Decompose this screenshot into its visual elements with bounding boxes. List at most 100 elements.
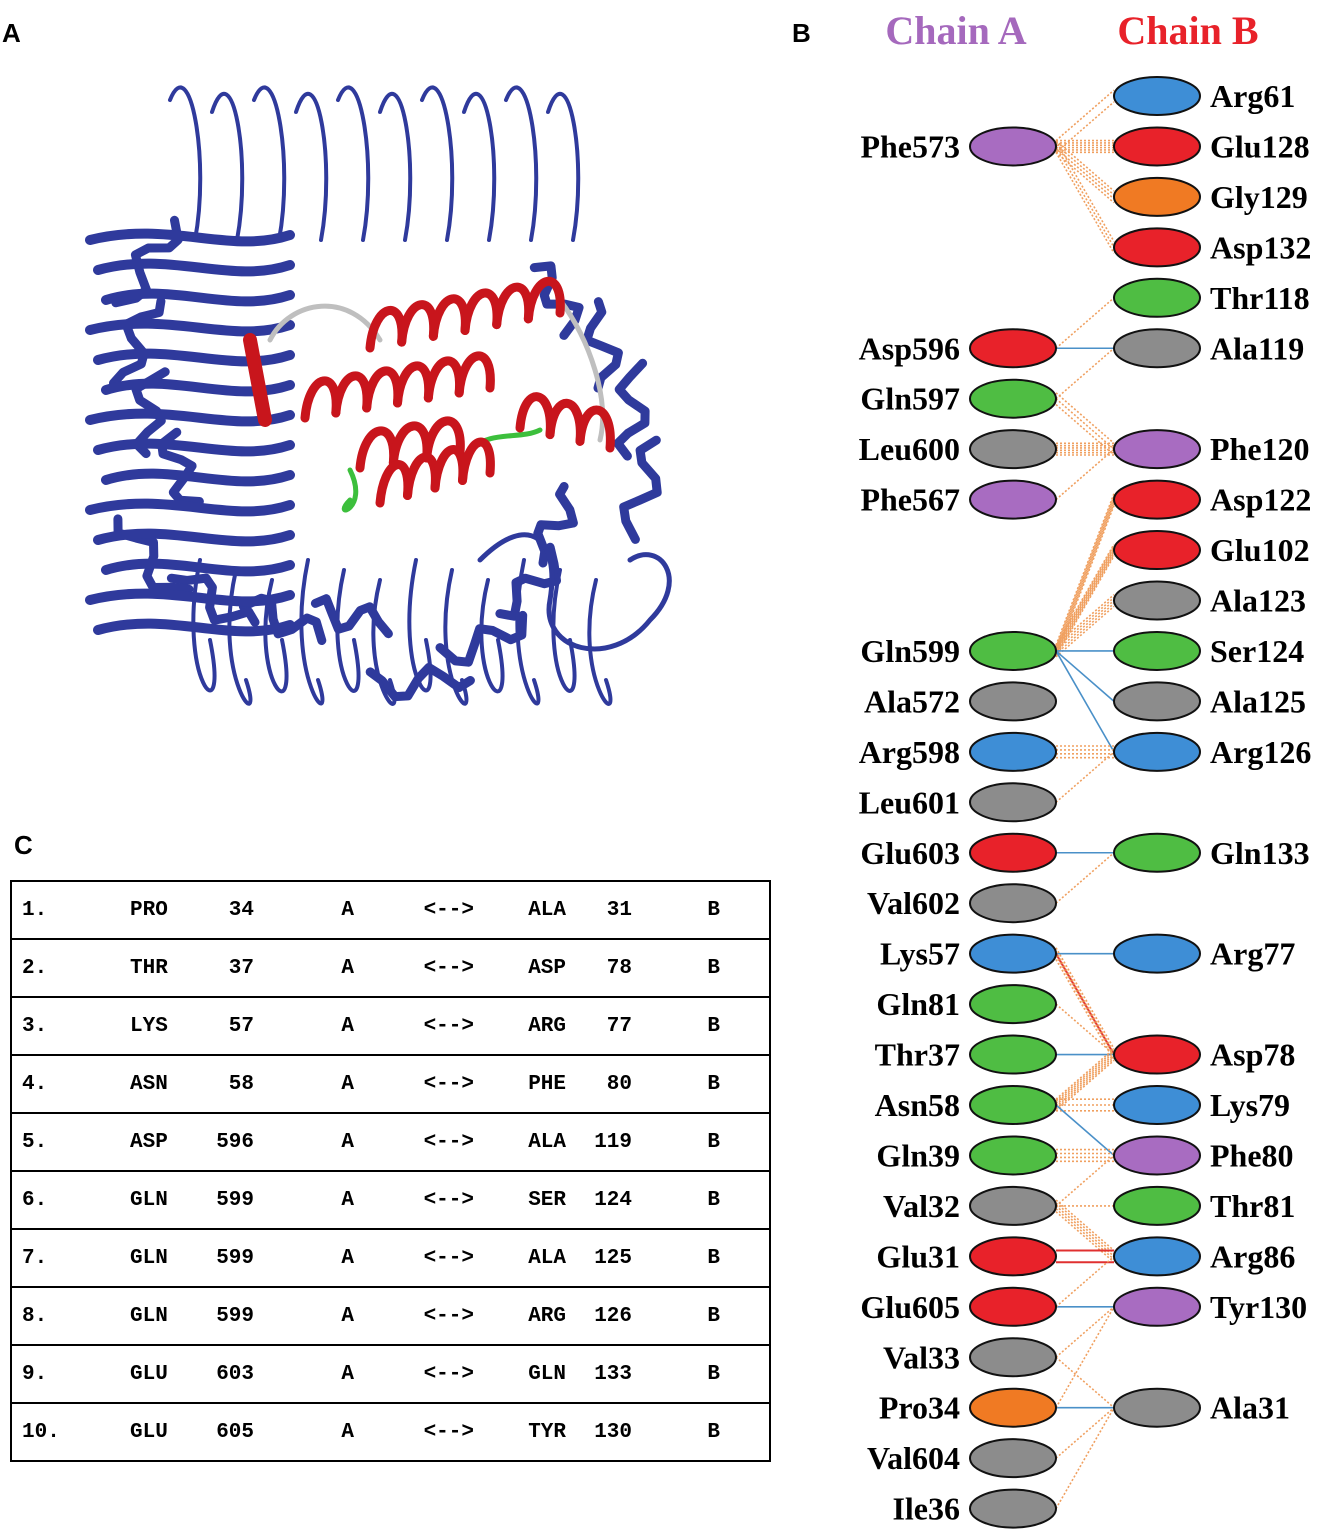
interaction-line-nonbonded bbox=[1055, 605, 1115, 658]
residue-node-chain-a bbox=[969, 126, 1057, 167]
beta-sheet-ribbons bbox=[85, 85, 672, 706]
beta-strand bbox=[85, 318, 295, 337]
pair-arrow-cell: <--> bbox=[354, 1344, 474, 1403]
pair-ch2-cell: B bbox=[632, 1344, 720, 1403]
pair-ch1-cell: A bbox=[254, 1228, 354, 1287]
interaction-line-nonbonded bbox=[1055, 553, 1115, 656]
interaction-line-nonbonded bbox=[1055, 101, 1115, 153]
residue-label-chain-a: Lys57 bbox=[880, 936, 960, 972]
pair-res1-cell: THR bbox=[130, 938, 200, 997]
residue-label-chain-b: Arg126 bbox=[1210, 734, 1311, 770]
helix-turn bbox=[523, 276, 565, 324]
loop bbox=[462, 92, 497, 242]
pair-res1-cell: LYS bbox=[130, 996, 200, 1055]
residue-node-chain-b bbox=[1113, 832, 1201, 873]
interaction-line-nonbonded bbox=[1055, 547, 1115, 649]
interaction-line-nonbonded bbox=[1055, 751, 1115, 803]
residue-label-chain-a: Phe573 bbox=[860, 128, 960, 164]
beta-strand bbox=[109, 296, 166, 388]
residue-node-chain-b bbox=[1113, 277, 1201, 318]
residue-node-chain-a bbox=[969, 1337, 1057, 1378]
pair-pos2-cell: 133 bbox=[566, 1344, 632, 1403]
pair-arrow-cell: <--> bbox=[354, 1112, 474, 1171]
interaction-line-nonbonded bbox=[1055, 498, 1115, 651]
beta-strand bbox=[93, 438, 295, 457]
pair-res2-cell: GLN bbox=[474, 1344, 566, 1403]
loop bbox=[504, 85, 539, 242]
residue-node-chain-b bbox=[1113, 630, 1201, 671]
residue-node-chain-a bbox=[969, 1286, 1057, 1327]
residue-node-chain-b bbox=[1113, 1085, 1201, 1125]
pair-ch2-cell: B bbox=[632, 1170, 720, 1229]
beta-strand bbox=[101, 288, 295, 307]
pair-arrow-cell: <--> bbox=[354, 996, 474, 1055]
residue-node-chain-a bbox=[969, 429, 1057, 470]
interaction-line-nonbonded bbox=[1055, 1205, 1115, 1257]
pair-pos2-cell: 126 bbox=[566, 1286, 632, 1345]
residue-label-chain-b: Ala125 bbox=[1210, 683, 1306, 719]
chain-a-title: Chain A bbox=[885, 8, 1026, 53]
pair-pad-cell bbox=[720, 996, 770, 1055]
interaction-line-nonbonded bbox=[1055, 1208, 1115, 1260]
pair-pos2-cell: 130 bbox=[566, 1402, 632, 1461]
residue-label-chain-b: Glu128 bbox=[1210, 128, 1310, 164]
helix-turn bbox=[355, 426, 399, 473]
interaction-line-nonbonded bbox=[1055, 602, 1115, 655]
pair-pad-cell bbox=[720, 881, 770, 939]
loop bbox=[294, 92, 329, 242]
residue-node-chain-b bbox=[1113, 1185, 1201, 1226]
residue-node-chain-a bbox=[969, 1085, 1057, 1125]
pair-res2-cell: SER bbox=[474, 1170, 566, 1229]
interaction-line-nonbonded bbox=[1055, 139, 1115, 192]
interaction-line-nonbonded bbox=[1055, 955, 1115, 1057]
residue-label-chain-a: Glu31 bbox=[876, 1238, 960, 1274]
residue-label-chain-a: Asn58 bbox=[875, 1087, 960, 1123]
pair-ch1-cell: A bbox=[254, 1344, 354, 1403]
interaction-line-nonbonded bbox=[1055, 555, 1115, 658]
residue-label-chain-a: Val604 bbox=[867, 1440, 960, 1476]
pair-arrow-cell: <--> bbox=[354, 938, 474, 997]
pair-res1-cell: PRO bbox=[130, 898, 168, 922]
residue-node-chain-b bbox=[1113, 429, 1201, 470]
pair-pos2-cell: 77 bbox=[566, 996, 632, 1055]
pair-pos1-cell: 599 bbox=[200, 1286, 254, 1345]
residue-node-chain-a bbox=[969, 731, 1057, 772]
helix-turn bbox=[515, 392, 555, 440]
residue-label-chain-b: Asp78 bbox=[1210, 1037, 1295, 1073]
loop bbox=[546, 92, 581, 242]
panel-label-b: B bbox=[792, 18, 811, 48]
interaction-line-nonbonded bbox=[1055, 140, 1115, 242]
pair-pos2-cell: 119 bbox=[566, 1112, 632, 1171]
pair-pos1-cell: 599 bbox=[200, 1170, 254, 1229]
residue-node-chain-a bbox=[969, 1034, 1057, 1075]
interaction-line-nonbonded bbox=[1055, 147, 1115, 200]
pair-num-cell: 10. bbox=[11, 1402, 130, 1461]
residue-label-chain-b: Tyr130 bbox=[1210, 1289, 1307, 1325]
residue-label-chain-b: Thr81 bbox=[1210, 1188, 1295, 1224]
chain-b-title: Chain B bbox=[1117, 8, 1258, 53]
helix-turn bbox=[454, 351, 495, 398]
pair-ch1-cell: A bbox=[254, 996, 354, 1055]
interaction-line-hbond bbox=[1055, 650, 1115, 753]
interaction-line-nonbonded bbox=[1055, 543, 1115, 646]
interaction-line-nonbonded bbox=[1055, 505, 1115, 658]
pair-ch2-cell: B bbox=[632, 1286, 720, 1345]
coil bbox=[267, 303, 383, 343]
pair-pos1-cell: 37 bbox=[200, 938, 254, 997]
pair-pos1-cell: 34 bbox=[228, 898, 254, 922]
loop bbox=[227, 568, 253, 706]
residue-node-chain-b bbox=[1113, 1034, 1201, 1075]
pair-pos1-cell: 605 bbox=[200, 1402, 254, 1461]
panel-label-a: A bbox=[2, 18, 21, 48]
beta-strand bbox=[166, 573, 260, 627]
residue-node-chain-a bbox=[969, 832, 1057, 873]
pair-ch1-cell: A bbox=[254, 1170, 354, 1229]
pair-arrow-cell: <--> bbox=[423, 898, 474, 922]
pair-res1-cell: GLN bbox=[130, 1170, 200, 1229]
residue-label-chain-b: Ala119 bbox=[1210, 330, 1304, 366]
